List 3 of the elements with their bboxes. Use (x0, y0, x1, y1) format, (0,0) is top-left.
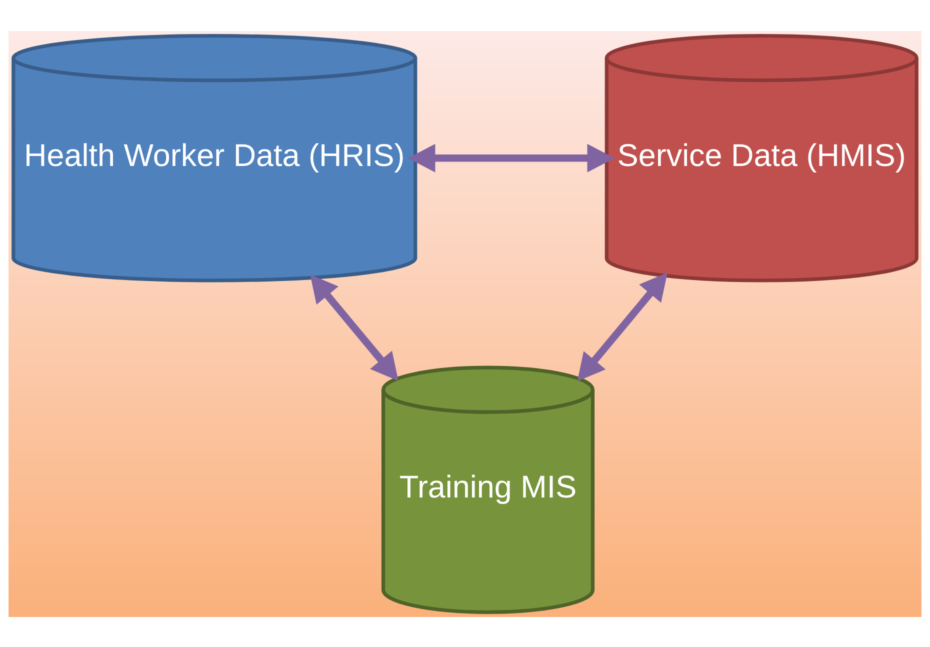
arrow (577, 272, 668, 381)
arrow (408, 143, 614, 172)
arrow (310, 274, 398, 380)
